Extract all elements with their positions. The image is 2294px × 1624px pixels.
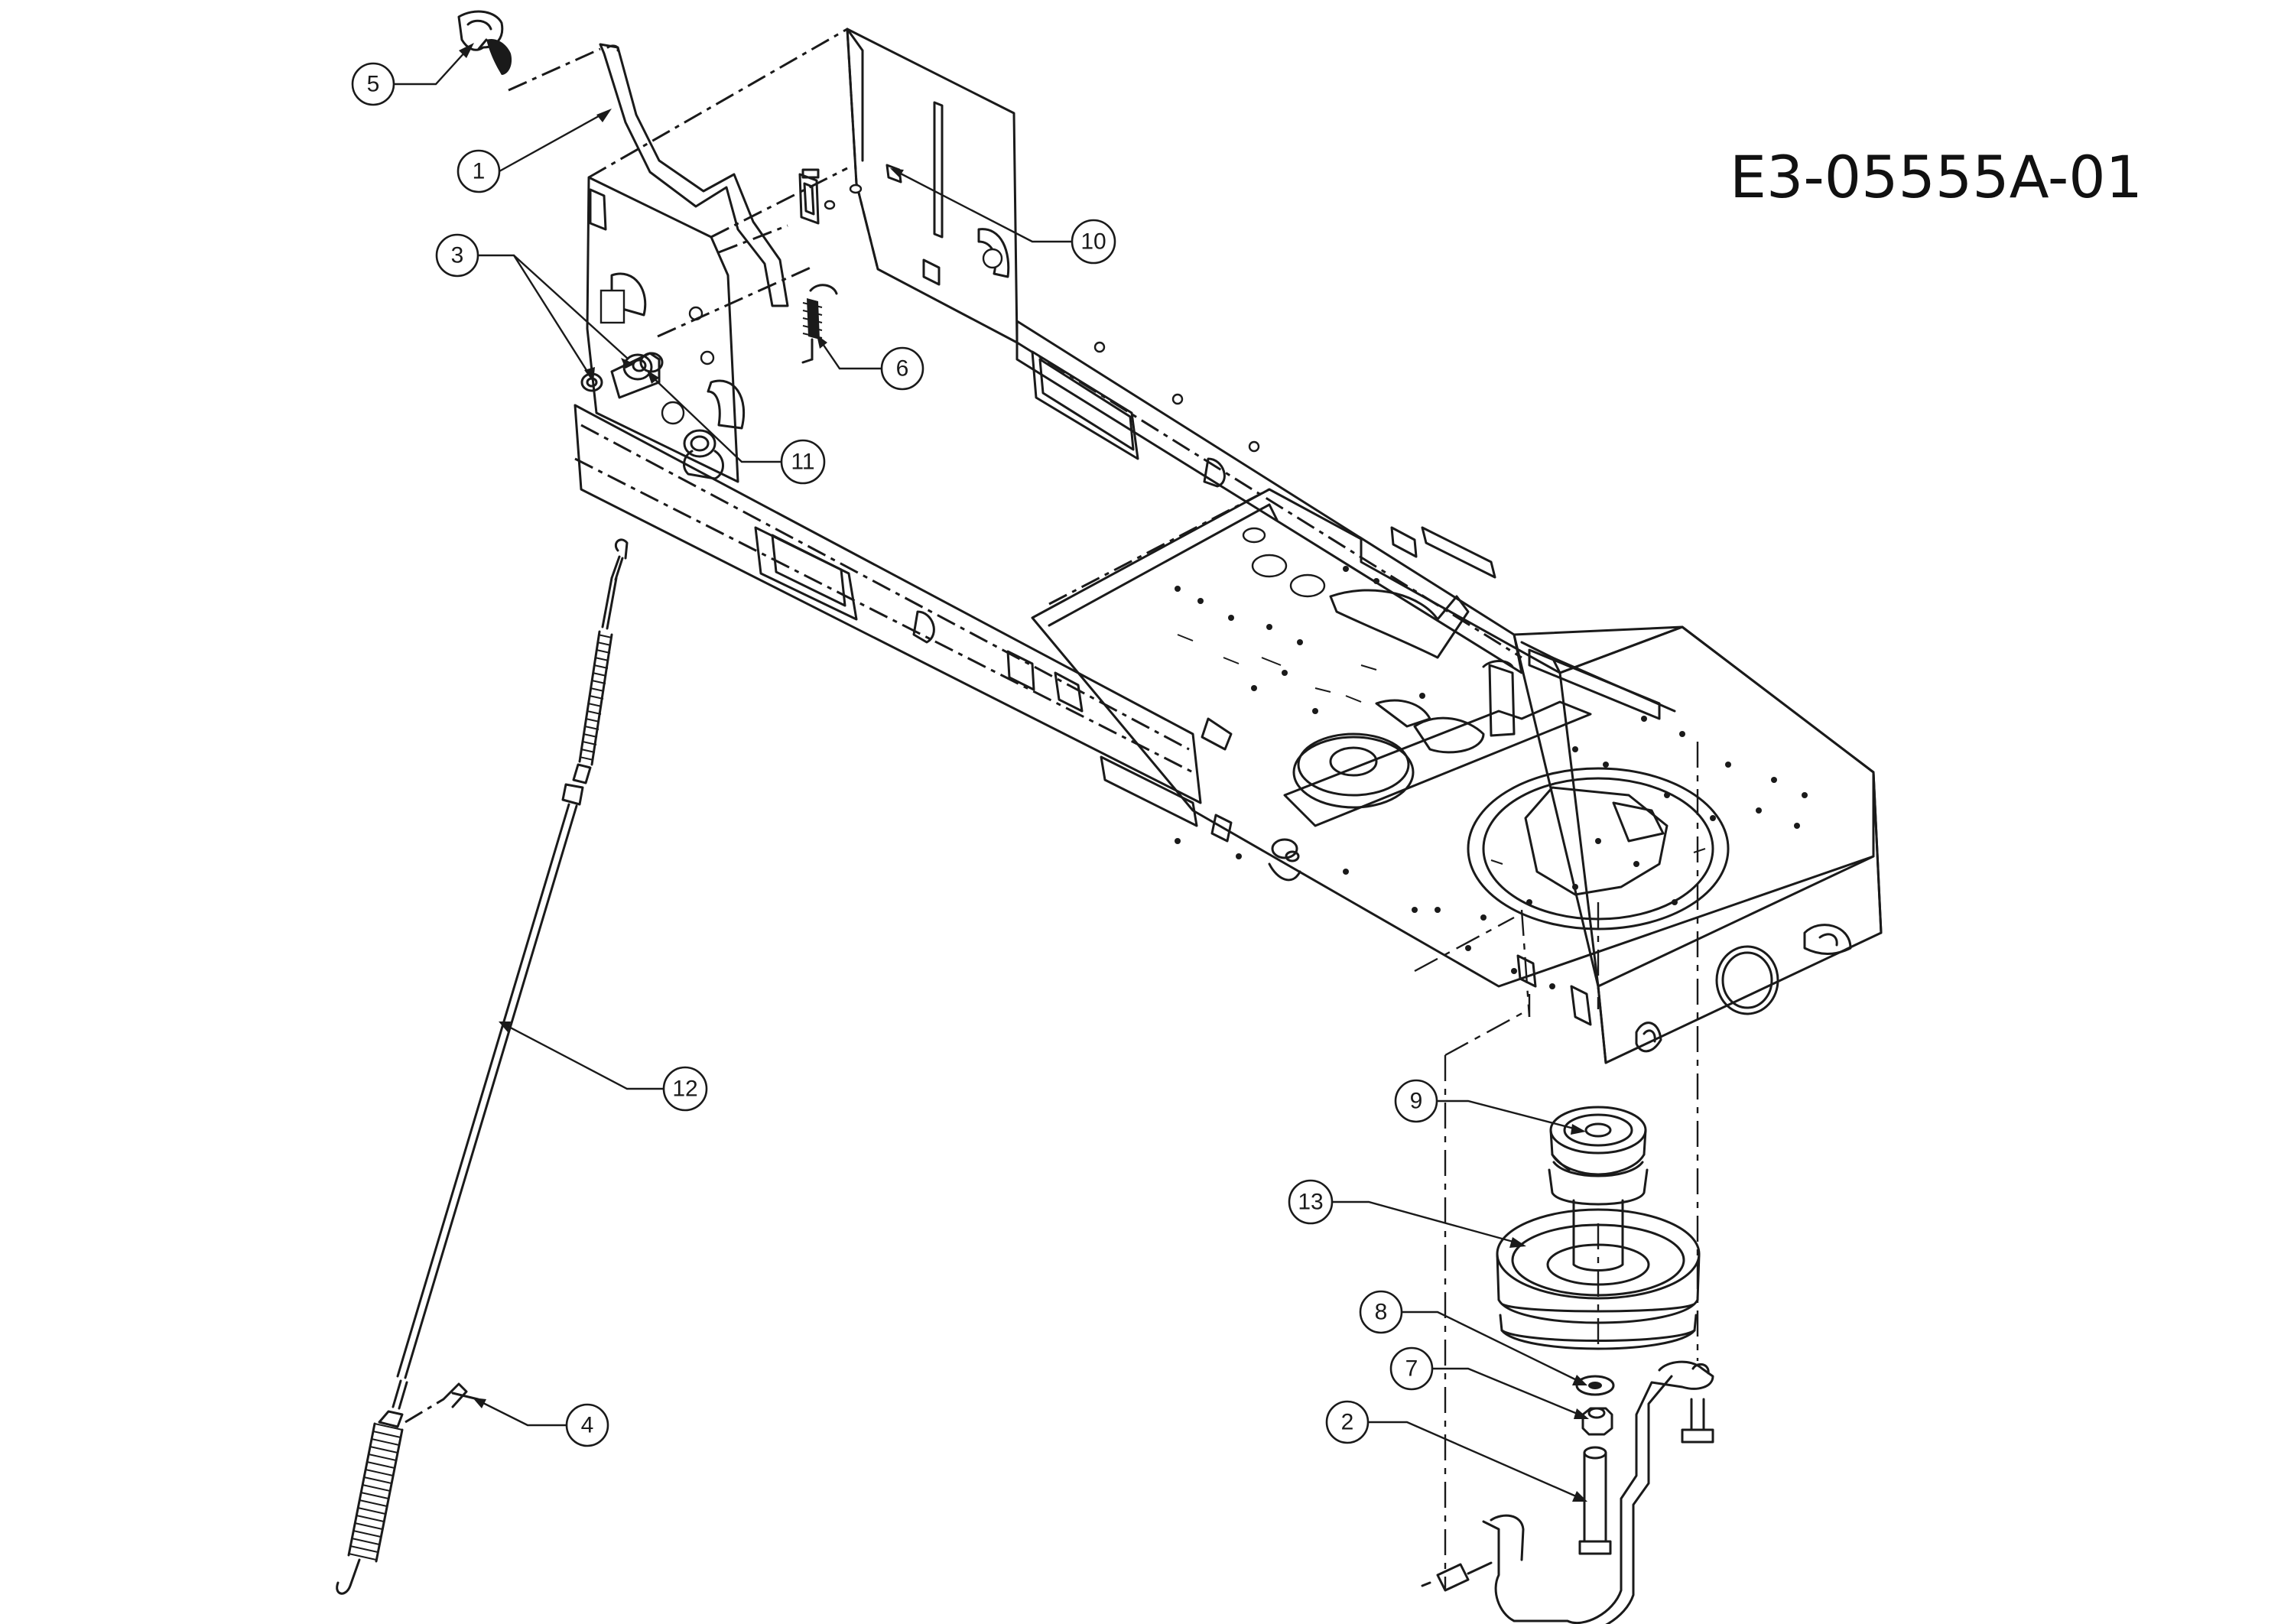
callout-8: 8 (1359, 1290, 1587, 1385)
callout-10-label: 10 (1080, 229, 1106, 255)
lift-lever-assembly (457, 10, 902, 480)
callout-5-label: 5 (367, 72, 380, 97)
callout-13-label: 13 (1298, 1190, 1323, 1215)
callout-1: 1 (457, 109, 612, 193)
callout-10: 10 (890, 168, 1116, 265)
callout-6-label: 6 (896, 356, 909, 382)
callout-6: 6 (817, 335, 924, 391)
callout-1-label: 1 (473, 159, 486, 184)
callout-11-label: 11 (791, 450, 814, 475)
callout-5: 5 (351, 43, 474, 106)
callout-2: 2 (1325, 1400, 1587, 1502)
diagram-reference-code: E3-05555A-01 (1730, 143, 2143, 211)
callout-7-label: 7 (1405, 1356, 1418, 1382)
callout-2-label: 2 (1341, 1410, 1354, 1435)
callout-7: 7 (1389, 1346, 1589, 1419)
chassis-frame (574, 28, 1883, 1064)
callout-3: 3 (435, 233, 635, 382)
callout-4: 4 (473, 1398, 609, 1447)
callout-3-label: 3 (451, 243, 464, 268)
callout-12-label: 12 (672, 1077, 697, 1102)
callout-11: 11 (647, 370, 826, 485)
callout-4-label: 4 (581, 1413, 594, 1438)
callout-13: 13 (1288, 1179, 1526, 1248)
callout-8-label: 8 (1375, 1300, 1388, 1325)
callout-9: 9 (1394, 1079, 1586, 1135)
callout-9-label: 9 (1410, 1089, 1423, 1114)
callout-12: 12 (499, 1021, 708, 1112)
lift-cable-assembly (336, 538, 629, 1595)
